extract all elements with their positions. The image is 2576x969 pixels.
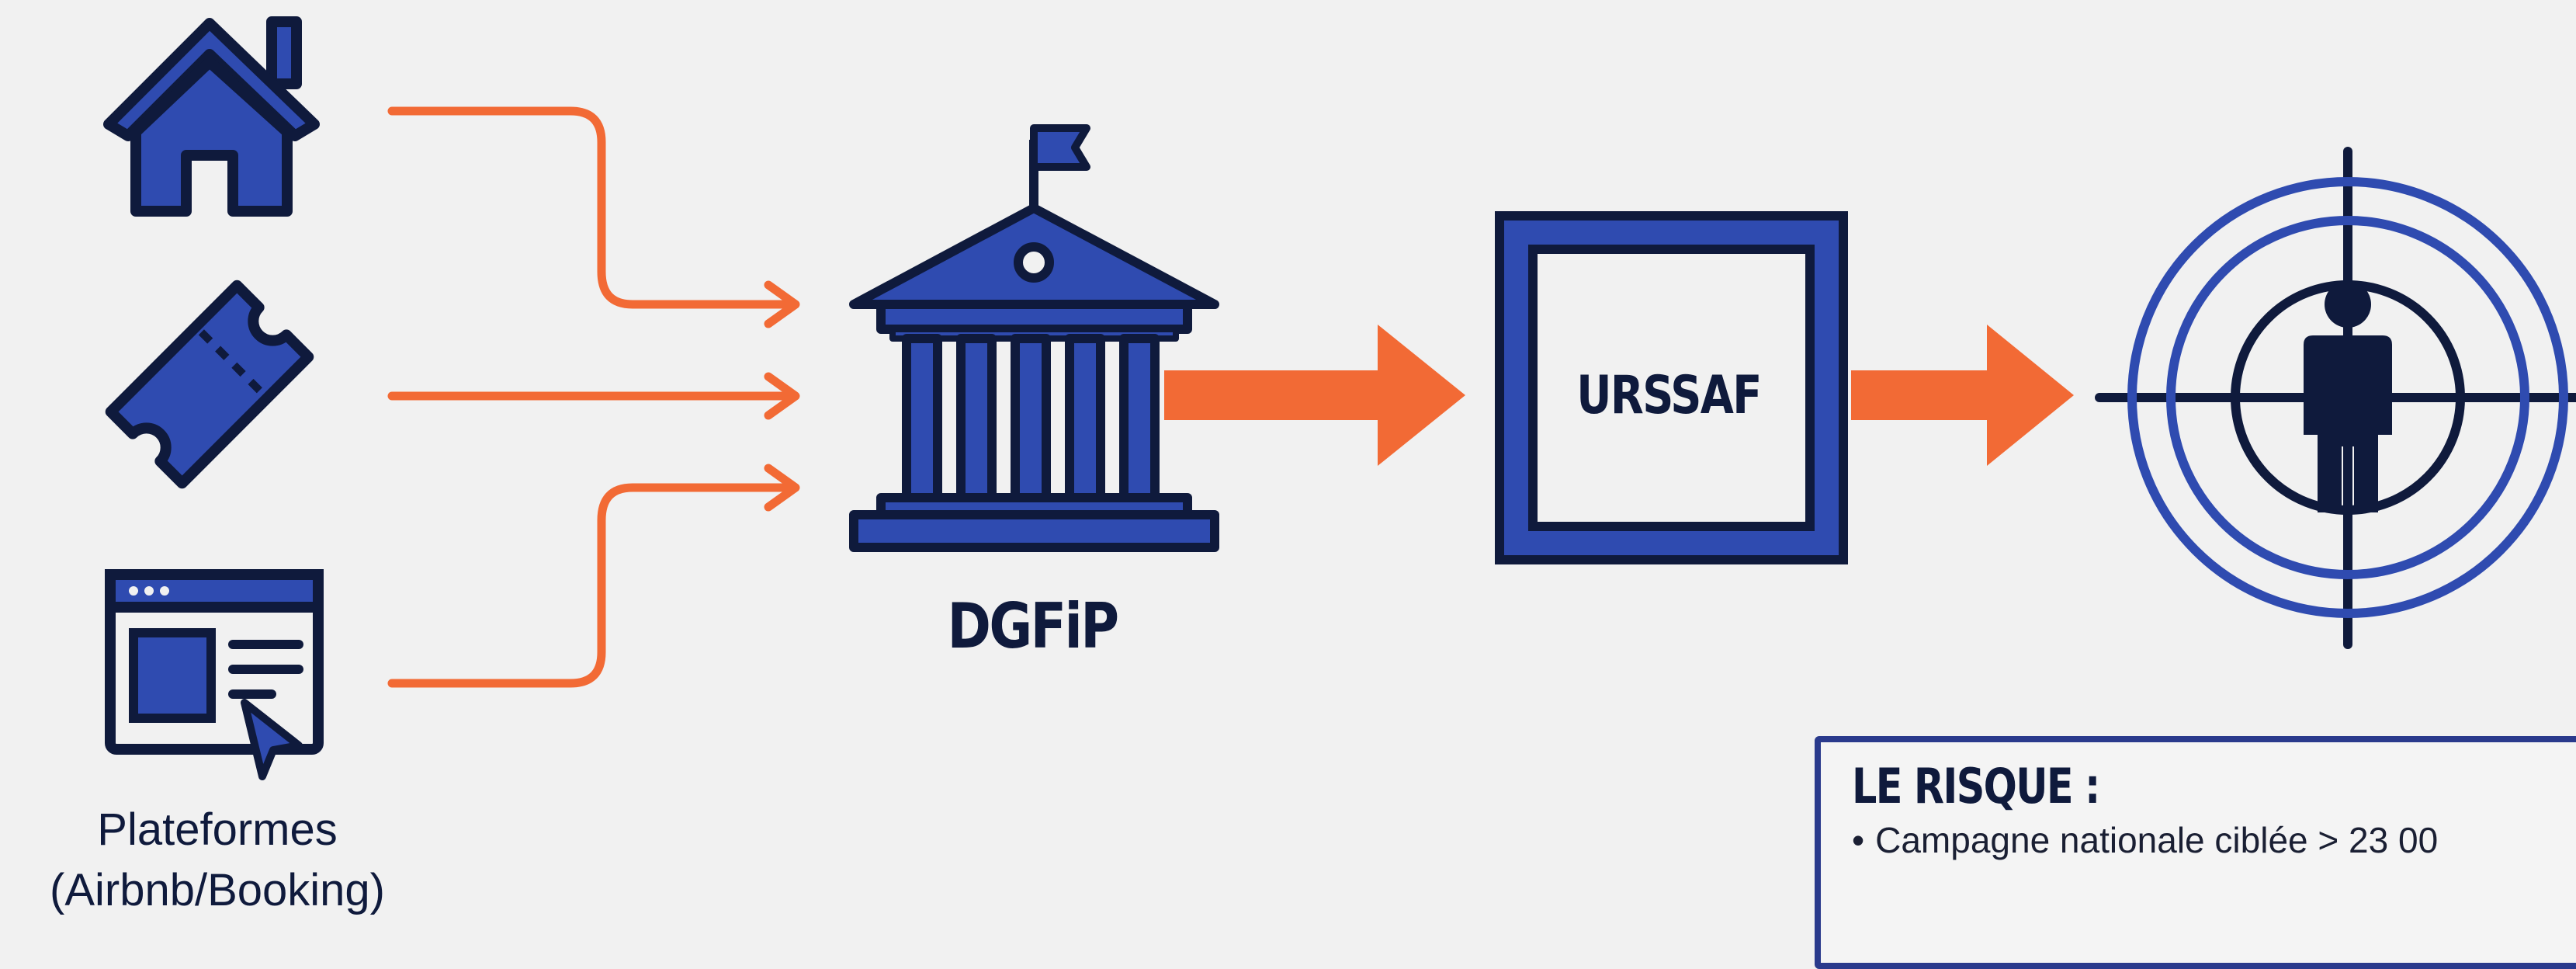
platforms-label: Plateformes (Airbnb/Booking) xyxy=(0,800,458,921)
platforms-label-line2: (Airbnb/Booking) xyxy=(50,865,385,915)
arrow-to-target xyxy=(1851,325,2074,466)
urssaf-label: URSSAF xyxy=(1576,365,1762,426)
government-building-icon xyxy=(849,124,1219,552)
web-platform-icon xyxy=(105,569,324,780)
dgfip-label: DGFiP xyxy=(947,590,1119,662)
urssaf-box xyxy=(1495,211,1848,564)
house-icon xyxy=(103,16,320,217)
ticket-icon xyxy=(105,280,314,489)
risk-bullet: Campagne nationale ciblée > 23 00 xyxy=(1852,819,2576,861)
target-person-icon xyxy=(2095,147,2576,649)
platforms-label-line1: Plateformes xyxy=(97,804,338,855)
platform-connectors xyxy=(387,106,800,688)
flow-diagram xyxy=(103,16,2576,780)
risk-title: LE RISQUE : xyxy=(1852,758,2100,814)
risk-callout: LE RISQUE : Campagne nationale ciblée > … xyxy=(1815,736,2576,969)
arrow-to-urssaf xyxy=(1164,325,1465,466)
